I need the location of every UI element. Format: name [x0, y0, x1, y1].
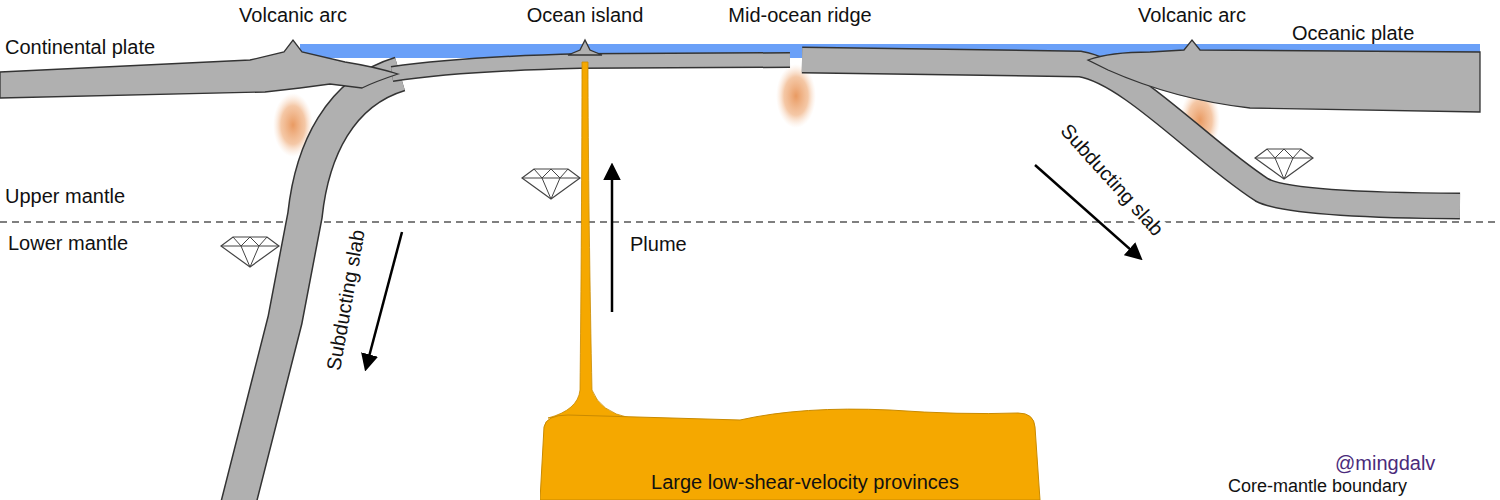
diamond-symbol — [522, 169, 580, 199]
slab-label: Subducting slab — [1054, 118, 1169, 242]
oceanic-plate — [1088, 40, 1480, 112]
plume-label: Plume — [630, 233, 687, 256]
oceanic-plate — [392, 60, 790, 74]
diamond-symbol — [221, 237, 279, 267]
slab-outline — [238, 74, 400, 500]
plate-label: Continental plate — [5, 36, 155, 59]
plume-arrow — [611, 166, 614, 312]
subducting-slab — [238, 74, 400, 500]
feature-label: Volcanic arc — [1138, 4, 1246, 27]
boundary-label: Core-mantle boundary — [1228, 476, 1407, 497]
feature-label: Volcanic arc — [239, 4, 347, 27]
slab-arrow — [366, 232, 402, 368]
plate-outline — [392, 60, 790, 74]
feature-label: Mid-ocean ridge — [728, 4, 871, 27]
feature-label: Ocean island — [527, 4, 644, 27]
mantle-plume — [548, 62, 630, 418]
slab-label: Subducting slab — [322, 226, 370, 374]
mantle-province: Large low-shear-velocity provinces — [540, 405, 1070, 500]
mantle-boundary — [0, 221, 1500, 222]
layer-label: Lower mantle — [8, 232, 128, 255]
watermark: @mingdalv — [1335, 452, 1435, 475]
layer-label: Upper mantle — [5, 185, 125, 208]
diamond-symbol — [1255, 149, 1313, 179]
ocean-island — [568, 40, 602, 55]
plate-label: Oceanic plate — [1292, 22, 1414, 45]
province-label: Large low-shear-velocity provinces — [540, 471, 1070, 494]
